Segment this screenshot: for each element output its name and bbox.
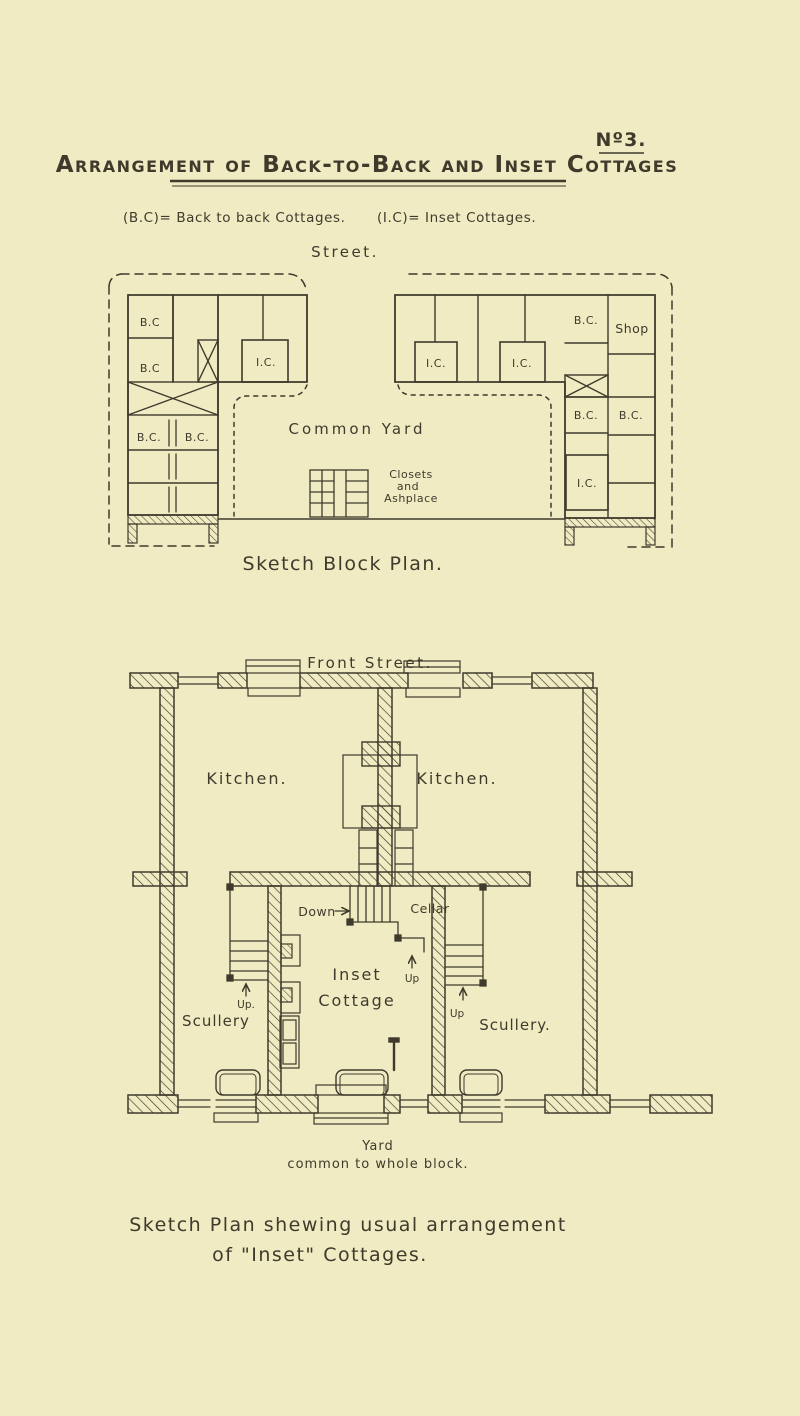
inset-cottage-room <box>565 454 609 511</box>
room-label-bc: B.C. <box>185 431 209 444</box>
block-base-wall <box>564 517 656 528</box>
legend-inset: (I.C)= Inset Cottages. <box>377 210 536 226</box>
party-wall-lines <box>168 419 177 513</box>
room-label-shop: Shop <box>615 321 648 336</box>
street-label: Street. <box>311 243 379 261</box>
common-yard-label: Common Yard <box>288 420 425 438</box>
stair-cross-box <box>564 374 609 398</box>
inset-wall-left <box>267 885 282 1096</box>
street-boundary-dashed <box>108 273 673 548</box>
spine-wall <box>132 871 633 887</box>
room-label-bc: B.C <box>140 362 160 375</box>
corner-post <box>127 523 138 544</box>
cellar-stairs <box>346 885 425 969</box>
inset-cottage-room <box>499 341 546 383</box>
front-street-label: Front Street. <box>307 654 433 672</box>
down-label: Down <box>298 904 335 919</box>
scullery-right-label: Scullery. <box>479 1016 551 1034</box>
closets-label: and <box>397 480 419 493</box>
sink-right <box>459 1069 503 1096</box>
cellar-label: Cellar <box>410 901 450 916</box>
room-label-ic: I.C. <box>256 356 276 369</box>
stair-cross-box <box>197 339 219 383</box>
yard-sublabel: common to whole block. <box>287 1157 468 1172</box>
block-base-wall <box>127 514 219 525</box>
sinks <box>215 1037 503 1096</box>
kitchen-right-label: Kitchen. <box>416 769 497 788</box>
legend-back-to-back: (B.C)= Back to back Cottages. <box>123 210 346 226</box>
room-label-ic: I.C. <box>577 477 597 490</box>
inset-fireplace <box>279 934 301 1069</box>
page-title: Arrangement of Back-to-Back and Inset Co… <box>56 152 679 178</box>
room-label-bc: B.C. <box>619 409 643 422</box>
floor-plan-caption: of "Inset" Cottages. <box>212 1244 428 1266</box>
block-plan-caption: Sketch Block Plan. <box>243 553 444 575</box>
sink-left <box>215 1069 261 1096</box>
stairs-left <box>226 883 269 997</box>
corner-post <box>564 526 575 546</box>
yard-cross-rect <box>127 381 219 416</box>
party-wall-left <box>159 687 175 1096</box>
up-label-right: Up <box>450 1008 465 1020</box>
front-wall <box>129 659 594 698</box>
page-header: Nº3. Arrangement of Back-to-Back and Ins… <box>56 129 679 226</box>
sink-inset <box>335 1037 400 1096</box>
room-label-ic: I.C. <box>512 357 532 370</box>
left-block <box>127 294 308 544</box>
party-wall-right <box>582 687 598 1096</box>
room-label-ic: I.C. <box>426 357 446 370</box>
right-block <box>394 294 656 546</box>
floor-plan-caption: Sketch Plan shewing usual arrangement <box>129 1214 567 1236</box>
inset-cottage-label: Cottage <box>318 991 395 1010</box>
front-window <box>177 676 533 685</box>
scullery-left-label: Scullery <box>182 1012 250 1030</box>
corner-post <box>645 526 656 546</box>
corner-post <box>208 523 219 544</box>
room-label-bc: B.C <box>140 316 160 329</box>
inset-cottage-room <box>241 339 289 383</box>
up-steps <box>397 921 425 953</box>
closets-label: Ashplace <box>384 492 438 505</box>
yard-window <box>177 1099 651 1108</box>
floor-plan: Front Street. Kitchen. Ki <box>127 654 713 1266</box>
up-label-left: Up. <box>237 999 255 1011</box>
stairs-right <box>444 883 487 1001</box>
room-label-bc: B.C. <box>137 431 161 444</box>
yard-wall <box>127 1084 713 1125</box>
room-label-bc: B.C. <box>574 409 598 422</box>
inset-cupboard <box>279 1015 300 1069</box>
sheet-number: Nº3. <box>595 129 646 151</box>
yard-door-step <box>213 1084 503 1125</box>
party-wall-centre <box>377 687 393 887</box>
inset-cottage-label: Inset <box>332 965 381 984</box>
sketch-block-plan: Street. <box>108 243 673 575</box>
room-label-bc: B.C. <box>574 314 598 327</box>
front-door-step <box>245 659 461 698</box>
up-label-cellar: Up <box>405 973 420 985</box>
kitchen-left-label: Kitchen. <box>206 769 287 788</box>
closets-label: Closets <box>389 468 433 481</box>
yard-label: Yard <box>361 1139 394 1154</box>
inset-cottage-room <box>414 341 458 383</box>
closets-grid <box>309 469 369 518</box>
inset-wall-right <box>431 885 446 1096</box>
